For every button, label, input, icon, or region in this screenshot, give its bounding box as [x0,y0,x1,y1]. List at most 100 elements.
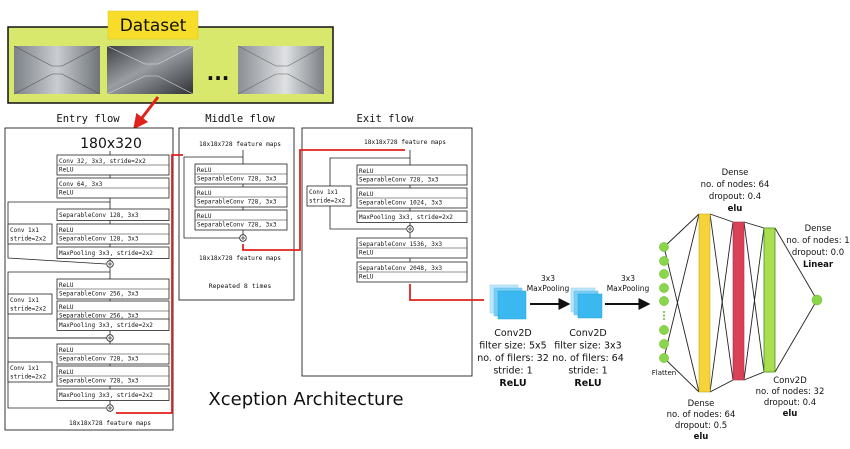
pool-label-1-size: 3x3 [541,274,555,283]
middle-repeat: Repeated 8 times [209,282,272,290]
entry-block-label: SeparableConv 256, 3x3 [59,313,139,320]
flatten-node [659,296,669,306]
conv2d-2-line: stride: 1 [568,366,607,377]
conv2d-1-line: filter size: 5x5 [479,341,546,352]
flatten-node [659,256,669,266]
middle-block: ReLU SeparableConv 728, 3x3 [194,186,288,208]
output-node [811,294,823,306]
entry-block-label: Conv 32, 3x3, stride=2x2 [59,158,146,165]
entry-footer: 18x18x728 feature maps [69,420,151,427]
dense-edge [774,227,818,301]
entry-add-node [106,334,114,342]
flow-wire [329,206,406,230]
conv2d-1-line: Conv2D [494,328,531,339]
dense-connections [663,213,818,393]
conv2d-1-line: stride: 1 [493,366,532,377]
middle-block-label: SeparableConv 728, 3x3 [197,199,277,206]
entry-block-label: Conv 64, 3x3 [59,181,103,188]
entry-block: MaxPooling 3x3, stride=2x2 [56,318,170,331]
dense-output-line: dropout: 0.0 [792,248,844,258]
dense-edge [743,371,765,381]
entry-block-label: MaxPooling 3x3, stride=2x2 [59,322,153,329]
middle-block-label: ReLU [197,213,212,220]
dense-edge [743,221,765,373]
dense-top-line: Dense [722,168,749,178]
dense-edge [743,227,765,381]
exit-block: ReLU SeparableConv 1024, 3x3 [356,187,468,209]
dataset-panel: Dataset ... [7,10,334,104]
input-size: 180x320 [80,136,142,152]
flatten-node [659,283,669,293]
entry-block-label: ReLU [59,227,74,234]
exit-block-label: ReLU [359,168,374,175]
middle-block-label: ReLU [197,167,212,174]
conv2d-block-1 [489,284,527,320]
conv2d-2-line: Conv2D [569,328,606,339]
flatten-node [659,339,669,349]
dense-edge [663,213,700,248]
middle-add-node [239,234,247,242]
exit-flow-title: Exit flow [357,113,415,125]
dense-top-line: no. of nodes: 64 [701,180,770,190]
dense-edge [709,221,734,393]
dense-edge [663,213,700,359]
dense-top-line: dropout: 0.4 [709,192,761,202]
entry-add-node [106,260,114,268]
dense-bottom-activation: elu [694,432,709,442]
pool-label-2-size: 3x3 [621,274,635,283]
dense-edge [663,246,700,393]
conv2d-2-line: filter size: 3x3 [554,341,621,352]
entry-block-label: ReLU [59,304,74,311]
conv2d-bottom-line: dropout: 0.4 [764,398,816,408]
pool-label-2-name: MaxPooling [607,284,650,293]
dataset-image-2 [106,45,194,95]
middle-footer: 18x18x728 feature maps [199,255,281,262]
exit-block-label: ReLU [359,191,374,198]
exit-block-label: SeparableConv 728, 3x3 [359,177,439,184]
dataset-to-entry-arrow [133,96,160,130]
exit-skip-conv-label: stride=2x2 [309,198,346,205]
entry-block-label: MaxPooling 3x3, stride=2x2 [59,250,153,257]
dense-64-layer-yellow [698,213,711,393]
flatten-ellipsis-dot [663,311,665,313]
dense-edge [709,213,734,223]
entry-skip-conv-label: stride=2x2 [10,306,47,313]
entry-block-label: ReLU [59,347,74,354]
entry-flow-title: Entry flow [56,113,120,125]
dense-edge [709,213,734,381]
dense-edge [774,299,818,373]
flatten-ellipsis-dot [663,318,665,320]
exit-block-label: MaxPooling 3x3, stride=2x2 [359,214,453,221]
pool-label-1-name: MaxPooling [527,284,570,293]
middle-block-label: ReLU [197,190,212,197]
conv2d-32-layer-green [763,227,776,373]
dataset-image-3 [237,45,325,95]
dense-edge [663,357,700,393]
dense-bottom-line: no. of nodes: 64 [667,410,736,420]
entry-block-label: MaxPooling 3x3, stride=2x2 [59,392,153,399]
entry-block: ReLU SeparableConv 256, 3x3 [56,300,170,322]
dense-top-activation: elu [728,204,743,214]
exit-add-node [406,225,414,233]
conv2d-block-2 [570,287,603,319]
conv2d-bottom-line: Conv2D [773,376,807,386]
exit-block-label: SeparableConv 1024, 3x3 [359,200,442,207]
exit-block: MaxPooling 3x3, stride=2x2 [356,210,468,223]
exit-block-label: SeparableConv 1536, 3x3 [359,241,442,248]
dense-bottom-line: Dense [688,399,715,409]
